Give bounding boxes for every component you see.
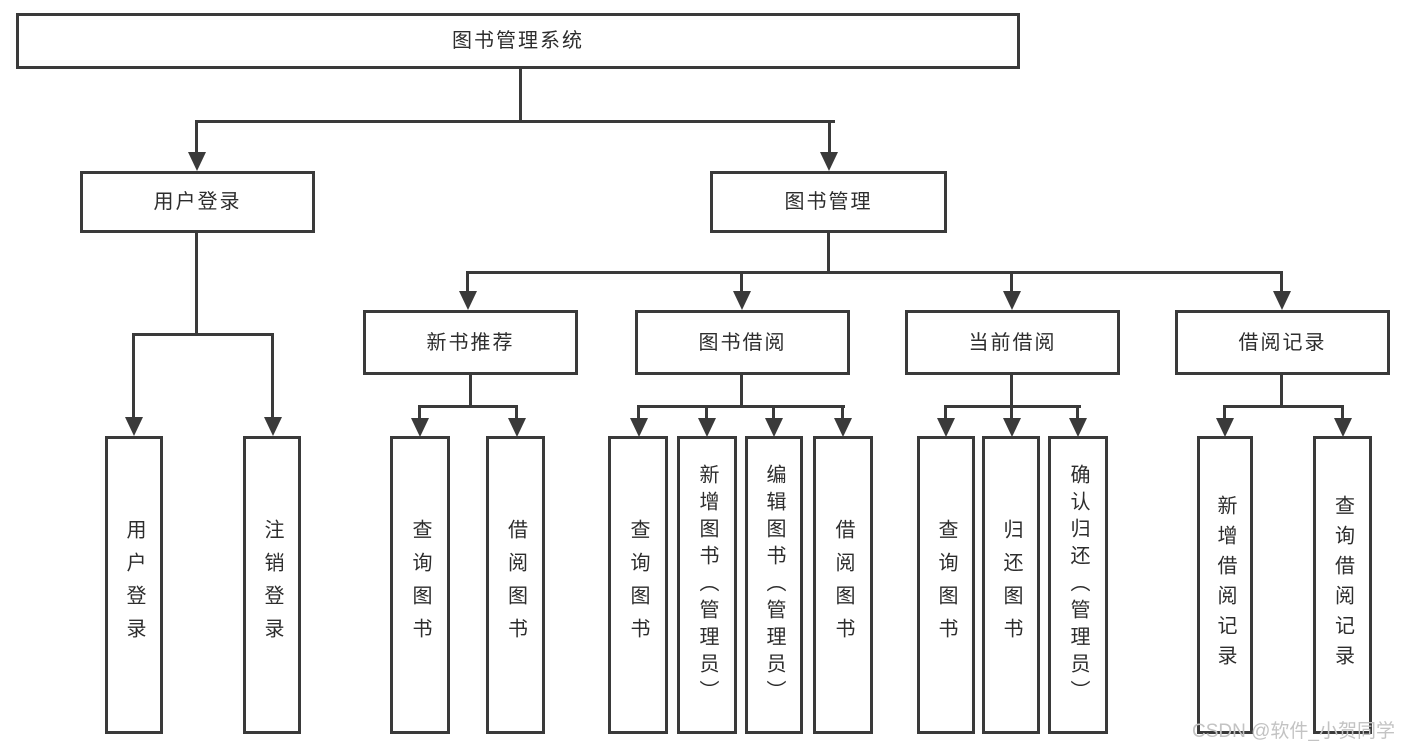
node-book-borrowing: 图书借阅 bbox=[635, 310, 850, 375]
leaf-label: 借阅图书 bbox=[832, 519, 854, 651]
node-book-management: 图书管理 bbox=[710, 171, 947, 233]
connector-userlogin-bar bbox=[132, 333, 274, 336]
leaf-edit-book-admin: 编辑图书（管理员） bbox=[745, 436, 803, 734]
node-current-borrowing: 当前借阅 bbox=[905, 310, 1120, 375]
connector-bookborrow-stem bbox=[740, 271, 743, 292]
connector-newbook-stem bbox=[466, 271, 469, 292]
connector-leaf-stem bbox=[1010, 405, 1013, 420]
connector-newbook-down bbox=[469, 375, 472, 408]
leaf-query-borrow-record: 查询借阅记录 bbox=[1313, 436, 1372, 734]
arrowhead-leaf bbox=[937, 418, 955, 437]
leaf-borrow-books-borrowing: 借阅图书 bbox=[813, 436, 873, 734]
node-new-book-recommend: 新书推荐 bbox=[363, 310, 578, 375]
connector-userlogin-down bbox=[195, 233, 198, 336]
arrowhead-leaf bbox=[1069, 418, 1087, 437]
connector-leaf-stem bbox=[1341, 405, 1344, 420]
node-root-library-system: 图书管理系统 bbox=[16, 13, 1020, 69]
arrowhead-leaf bbox=[834, 418, 852, 437]
connector-leaf-stem bbox=[1076, 405, 1079, 420]
leaf-return-book: 归还图书 bbox=[982, 436, 1040, 734]
connector-bookmgmt-down bbox=[827, 233, 830, 274]
leaf-add-book-admin: 新增图书（管理员） bbox=[677, 436, 737, 734]
leaf-label: 查询图书 bbox=[627, 519, 649, 651]
arrowhead-leaf bbox=[411, 418, 429, 437]
connector-leaf-stem bbox=[515, 405, 518, 420]
connector-leaf-stem bbox=[705, 405, 708, 420]
leaf-label: 新增借阅记录 bbox=[1214, 495, 1236, 675]
connector-user-login-stem bbox=[195, 120, 198, 154]
connector-bookmgmt-bar bbox=[466, 271, 1283, 274]
leaf-label: 新增图书（管理员） bbox=[696, 463, 718, 707]
connector-leaf-logout-stem bbox=[271, 333, 274, 418]
leaf-logout: 注销登录 bbox=[243, 436, 301, 734]
connector-currentborrow-down bbox=[1010, 375, 1013, 408]
arrowhead-bookborrow bbox=[733, 291, 751, 310]
arrowhead-leaf bbox=[1216, 418, 1234, 437]
arrowhead-leaf bbox=[630, 418, 648, 437]
connector-book-mgmt-stem bbox=[828, 120, 831, 154]
arrowhead-leaf bbox=[698, 418, 716, 437]
leaf-label: 借阅图书 bbox=[504, 519, 527, 651]
connector-borrowrecord-bar bbox=[1223, 405, 1344, 408]
connector-root-stem bbox=[519, 68, 522, 123]
arrowhead-currentborrow bbox=[1003, 291, 1021, 310]
leaf-query-books-recommend: 查询图书 bbox=[390, 436, 450, 734]
connector-bookborrow-down bbox=[740, 375, 743, 408]
leaf-label: 注销登录 bbox=[261, 519, 283, 651]
arrowhead-leaf bbox=[508, 418, 526, 437]
leaf-user-login: 用户登录 bbox=[105, 436, 163, 734]
leaf-add-borrow-record: 新增借阅记录 bbox=[1197, 436, 1253, 734]
arrowhead-borrowrecord bbox=[1273, 291, 1291, 310]
arrowhead-leaf-logout bbox=[264, 417, 282, 436]
arrowhead-leaf bbox=[1003, 418, 1021, 437]
leaf-label: 查询图书 bbox=[935, 519, 957, 651]
leaf-query-books-borrowing: 查询图书 bbox=[608, 436, 668, 734]
leaf-label: 用户登录 bbox=[123, 519, 145, 651]
connector-currentborrow-stem bbox=[1010, 271, 1013, 292]
connector-newbook-bar bbox=[418, 405, 518, 408]
connector-leaf-stem bbox=[418, 405, 421, 420]
connector-leaf-stem bbox=[944, 405, 947, 420]
connector-borrowrecord-stem bbox=[1280, 271, 1283, 292]
arrowhead-newbook bbox=[459, 291, 477, 310]
leaf-borrow-books-recommend: 借阅图书 bbox=[486, 436, 545, 734]
arrowhead-book-mgmt bbox=[820, 152, 838, 171]
arrowhead-leaf bbox=[765, 418, 783, 437]
arrowhead-user-login bbox=[188, 152, 206, 171]
arrowhead-leaf bbox=[1334, 418, 1352, 437]
connector-root-bar bbox=[195, 120, 835, 123]
leaf-confirm-return-admin: 确认归还（管理员） bbox=[1048, 436, 1108, 734]
connector-leaf-stem bbox=[637, 405, 640, 420]
connector-leaf-stem bbox=[1223, 405, 1226, 420]
arrowhead-leaf-login bbox=[125, 417, 143, 436]
connector-leaf-login-stem bbox=[132, 333, 135, 418]
leaf-label: 归还图书 bbox=[1000, 519, 1022, 651]
leaf-label: 查询借阅记录 bbox=[1331, 495, 1354, 675]
connector-borrowrecord-down bbox=[1280, 375, 1283, 408]
leaf-label: 确认归还（管理员） bbox=[1067, 463, 1089, 707]
connector-leaf-stem bbox=[772, 405, 775, 420]
leaf-label: 编辑图书（管理员） bbox=[763, 463, 785, 707]
node-user-login: 用户登录 bbox=[80, 171, 315, 233]
node-borrowing-records: 借阅记录 bbox=[1175, 310, 1390, 375]
leaf-query-books-current: 查询图书 bbox=[917, 436, 975, 734]
leaf-label: 查询图书 bbox=[409, 519, 431, 651]
connector-leaf-stem bbox=[841, 405, 844, 420]
connector-bookborrow-bar bbox=[637, 405, 845, 408]
watermark: CSDN @软件_小贺同学 bbox=[1192, 721, 1395, 742]
